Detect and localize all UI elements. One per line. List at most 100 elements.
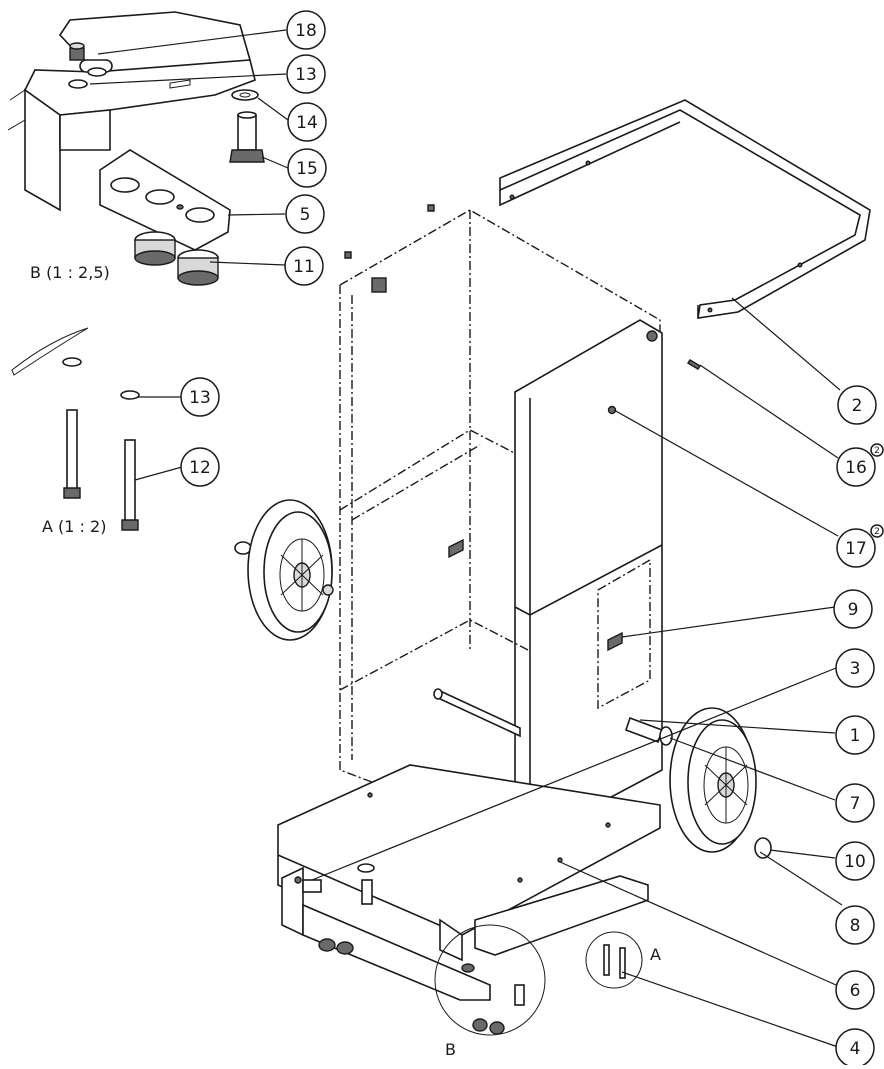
callout-bubble-8 [835, 905, 875, 945]
handle-hole-2 [585, 160, 591, 166]
leader-6 [559, 861, 837, 986]
base-tray-front-foot [439, 918, 463, 962]
castor-b [336, 941, 354, 955]
callout-16: 162 [836, 443, 884, 487]
castor-e [461, 963, 475, 973]
detail-b-housing-top [23, 59, 256, 116]
callout-bubble-13a [286, 54, 326, 94]
callout-bubble-13b [180, 377, 220, 417]
leader-8 [759, 851, 843, 906]
screw-top-left [427, 204, 435, 212]
cabinet-latch-inner [448, 538, 464, 559]
callout-bubble-11 [284, 246, 324, 286]
detail-b-break-lines [7, 89, 26, 131]
detail-b-washer-14-hole [239, 92, 251, 98]
handle-part [499, 99, 871, 319]
detail-b-washer-18 [87, 67, 107, 77]
callout-number-13a: 13 [295, 65, 317, 85]
callout-13b: 13 [180, 377, 220, 417]
handle-left-arm [499, 121, 681, 207]
detail-a-bolt-12-shank [124, 439, 136, 523]
detail-a-bolt-12-head [121, 519, 139, 531]
detail-b-castor-left [134, 231, 176, 266]
callout-leaders [89, 29, 843, 1048]
detail-b-clip [169, 79, 191, 89]
castor-c [472, 1018, 488, 1032]
callout-bubble-10 [835, 841, 875, 881]
callout-3: 3 [835, 648, 875, 688]
callout-10: 10 [835, 841, 875, 881]
leader-15 [261, 156, 289, 169]
left-wheel [234, 499, 334, 641]
callout-number-15: 15 [296, 159, 318, 179]
base-tray-hole-4 [557, 857, 563, 863]
callout-number-4: 4 [850, 1039, 861, 1059]
callout-bubble-3 [835, 648, 875, 688]
detail-a-marker-circle [585, 931, 643, 989]
callout-note-16: 2 [874, 446, 880, 456]
callout-15: 15 [287, 148, 327, 188]
callout-bubble-15 [287, 148, 327, 188]
callout-6: 6 [835, 970, 875, 1010]
bottom-bracket-right-rail [474, 875, 649, 956]
leader-14 [257, 97, 289, 121]
base-tray-hole-3 [605, 822, 611, 828]
callout-bubble-7 [835, 783, 875, 823]
leader-9 [621, 606, 836, 638]
callout-bubble-5 [285, 194, 325, 234]
callout-number-3: 3 [850, 659, 861, 679]
callout-7: 7 [835, 783, 875, 823]
callout-8: 8 [835, 905, 875, 945]
detail-b-caption: B (1 : 2,5) [30, 263, 110, 282]
callout-bubble-1 [835, 715, 875, 755]
detail-a-bolt-left-head [63, 487, 81, 499]
leader-16 [699, 364, 839, 459]
cabinet-inner-left [351, 295, 481, 760]
leader-17 [613, 409, 839, 537]
callout-number-9: 9 [848, 600, 859, 620]
right-wheel-inner-washer [659, 726, 673, 746]
callout-bubble-9 [833, 589, 873, 629]
detail-b-bolt-15-shank [237, 114, 257, 151]
callout-number-8: 8 [850, 916, 861, 936]
callout-12: 12 [180, 447, 220, 487]
cabinet-axle-end [433, 688, 443, 700]
callout-note-ring-17 [870, 524, 884, 538]
handle-hole-1 [509, 194, 515, 200]
callout-number-5: 5 [300, 205, 311, 225]
bottom-bracket-rail [302, 903, 491, 1001]
cabinet-top-rim [339, 209, 661, 345]
detail-b-bracket-pin [176, 204, 184, 210]
detail-a-bolt-left-shank [66, 409, 78, 491]
cabinet-latch-9 [607, 631, 623, 652]
screw-16 [687, 359, 701, 370]
callout-18: 18 [286, 10, 326, 50]
callout-bubble-6 [835, 970, 875, 1010]
callout-bubble-12 [180, 447, 220, 487]
callout-number-10: 10 [844, 852, 866, 872]
handle-hole-4 [797, 262, 803, 268]
callout-9: 9 [833, 589, 873, 629]
cabinet-access-plate [597, 558, 651, 710]
bottom-bracket [281, 863, 649, 1035]
callout-note-17: 2 [874, 527, 880, 537]
callout-bubble-16 [836, 447, 876, 487]
callout-number-17: 17 [845, 539, 867, 559]
detail-a-washer-13 [120, 390, 140, 400]
detail-b-bolt-18 [69, 47, 85, 61]
leader-12 [134, 466, 183, 481]
handle-hole-3 [707, 307, 713, 313]
callout-number-12: 12 [189, 458, 211, 478]
screw-mid-left [344, 251, 352, 259]
cabinet-front-upper-panel [514, 319, 663, 616]
callout-number-7: 7 [850, 794, 861, 814]
callout-4: 4 [835, 1028, 875, 1068]
handle-frame [499, 99, 871, 319]
left-wheel-spokes [280, 539, 324, 611]
callout-note-ring-16 [870, 443, 884, 457]
detail-b-marker-label: B [445, 1040, 456, 1059]
callout-number-11: 11 [293, 257, 315, 277]
callout-5: 5 [285, 194, 325, 234]
detail-a-view: A (1 : 2) [11, 327, 140, 536]
